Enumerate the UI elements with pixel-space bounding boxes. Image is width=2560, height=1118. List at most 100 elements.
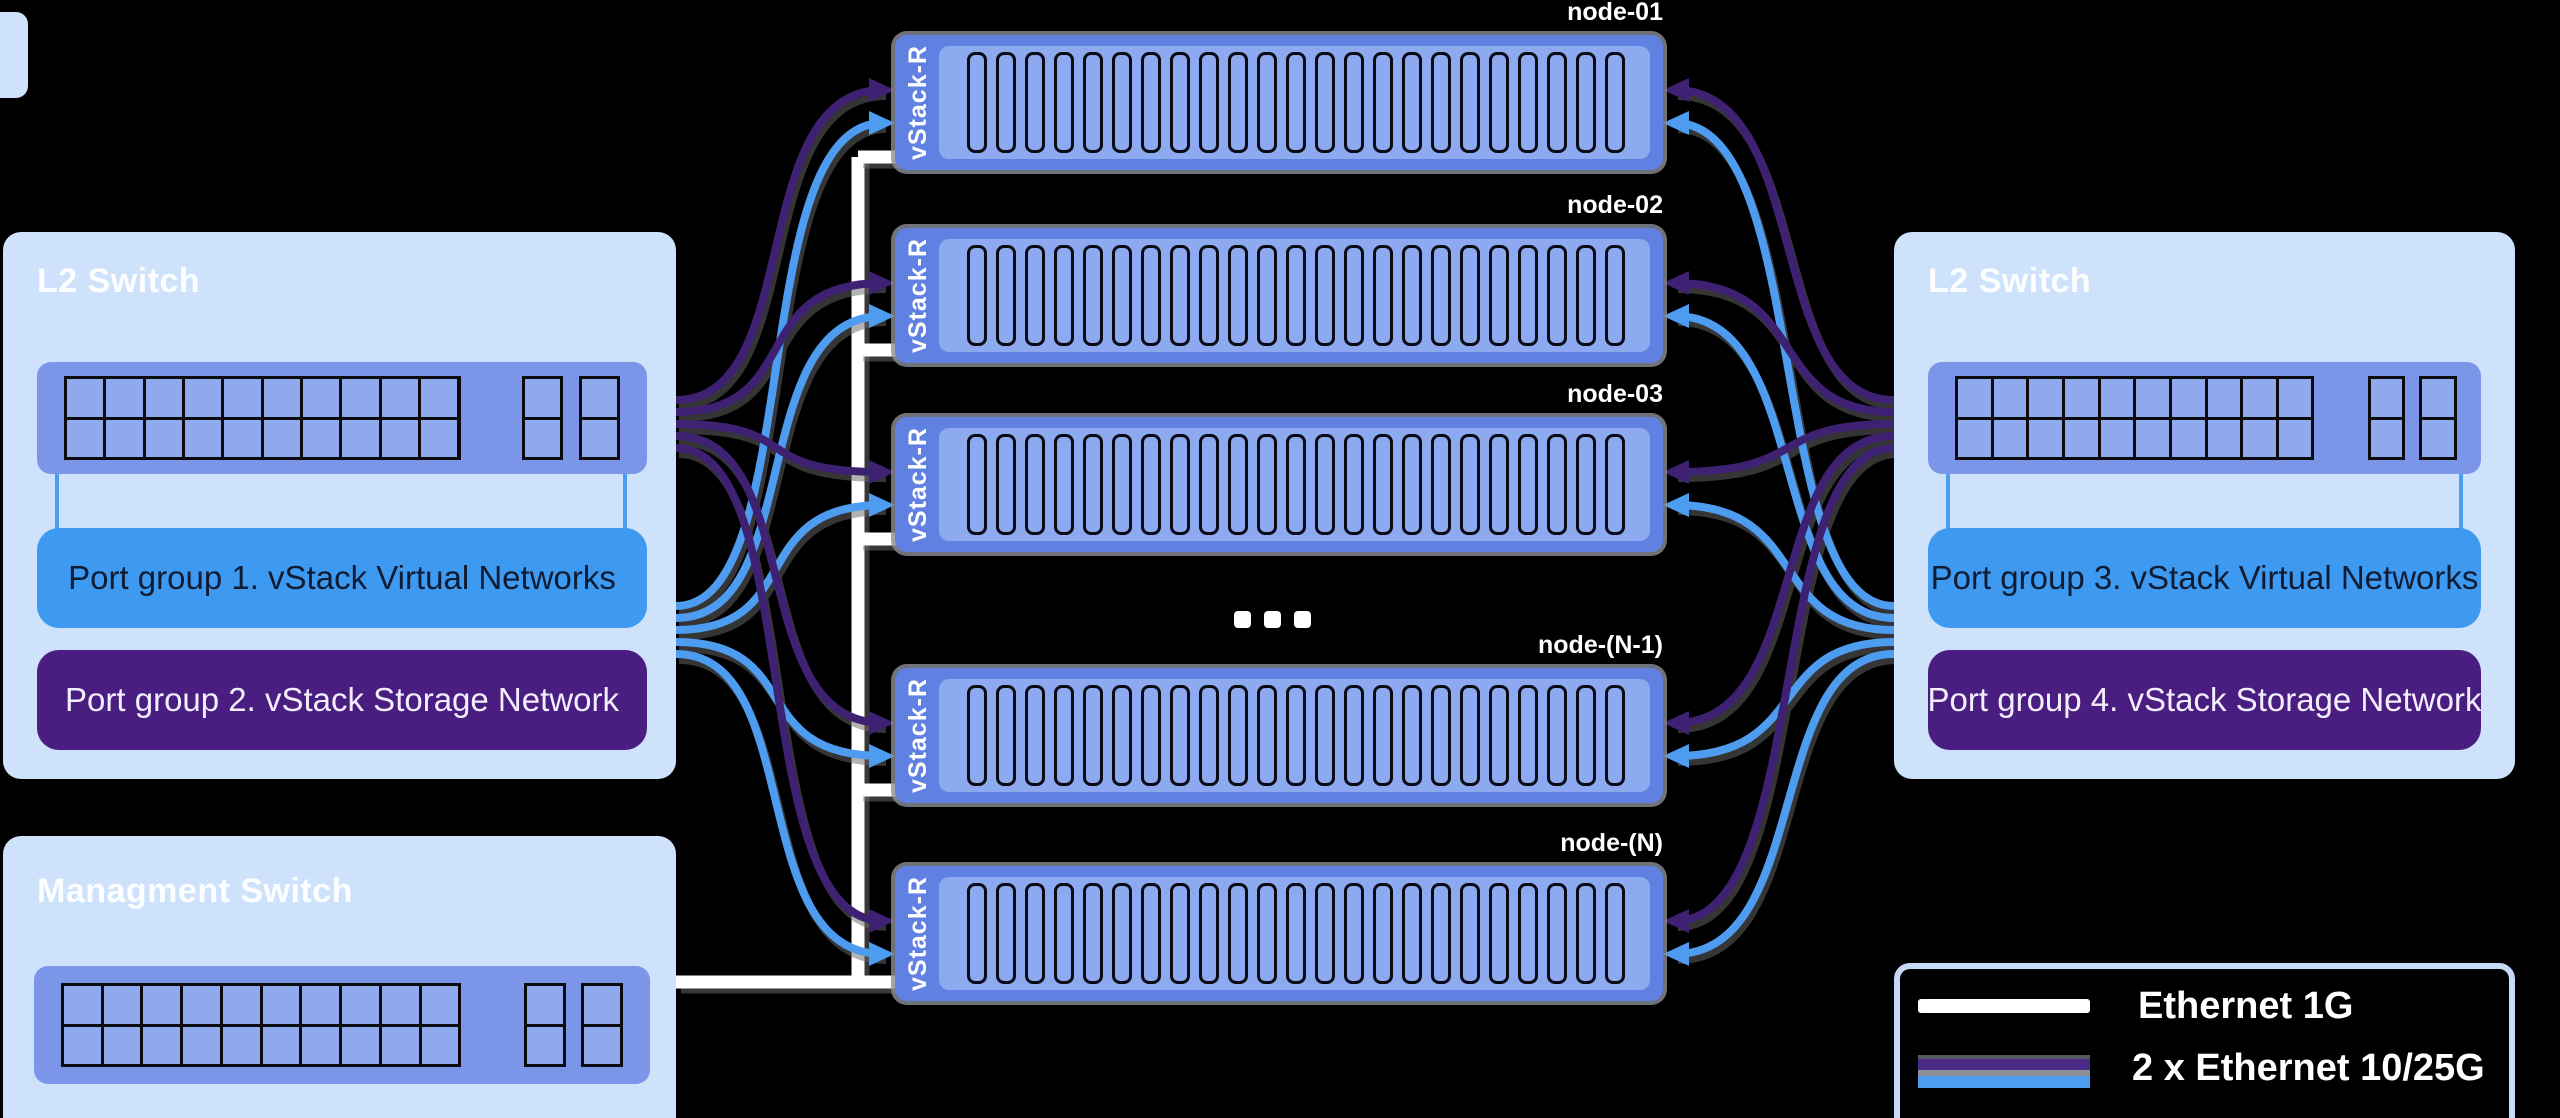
port-slot <box>1083 245 1103 346</box>
port-grid <box>581 983 623 1067</box>
port-slot <box>1402 245 1422 346</box>
port-slot <box>1199 52 1219 153</box>
port-slot <box>1518 52 1538 153</box>
port-slot <box>1228 434 1248 535</box>
port-slot <box>1576 883 1596 984</box>
switch-port <box>263 419 301 457</box>
switch-port <box>342 379 379 417</box>
switch-port <box>381 986 419 1024</box>
port-slot <box>1257 245 1277 346</box>
switch-port <box>581 379 618 417</box>
port-slot <box>1460 245 1480 346</box>
port-slot <box>1025 52 1045 153</box>
port-group-4-storage-network: Port group 4. vStack Storage Network <box>1928 650 2481 750</box>
switch-port <box>381 1026 419 1064</box>
management-switch-panel: Managment Switch <box>3 836 676 1118</box>
switch-port <box>67 419 104 457</box>
port-group-2-storage-network: Port group 2. vStack Storage Network <box>37 650 647 750</box>
port-slot <box>1286 685 1306 786</box>
node-brand-vertical-text: vStack-R <box>903 45 932 160</box>
switch-port <box>2064 379 2098 417</box>
port-slot <box>1373 434 1393 535</box>
legend-swatch-ethernet-10-25g <box>1918 1055 2090 1088</box>
node-brand-vertical-text: vStack-R <box>903 427 932 542</box>
switch-port <box>67 379 104 417</box>
legend-swatch-ethernet-1g <box>1918 999 2090 1013</box>
switch-port <box>2207 419 2241 457</box>
switch-port <box>342 419 379 457</box>
port-slot <box>1373 52 1393 153</box>
port-slot <box>1547 685 1567 786</box>
port-slot <box>1083 883 1103 984</box>
port-group-label: Port group 2. vStack Storage Network <box>65 681 619 718</box>
port-slot <box>1054 245 1074 346</box>
switch-port <box>2243 419 2276 457</box>
switch-port <box>2136 419 2169 457</box>
port-slot <box>1373 883 1393 984</box>
switch-port <box>2171 419 2205 457</box>
port-slot <box>1431 434 1451 535</box>
port-slot <box>1547 245 1567 346</box>
switch-port <box>421 1026 459 1064</box>
port-grid <box>521 376 564 460</box>
port-slot <box>1257 434 1277 535</box>
port-slot <box>1199 245 1219 346</box>
swatch-stripe <box>1918 1059 2090 1070</box>
port-slot <box>1025 245 1045 346</box>
switch-port <box>342 1026 379 1064</box>
vstack-node: vStack-R <box>895 668 1663 803</box>
port-slot <box>1112 434 1132 535</box>
port-slot <box>1286 434 1306 535</box>
port-slot <box>1431 52 1451 153</box>
switch-port <box>222 1026 260 1064</box>
legend-label: Ethernet 1G <box>2138 985 2354 1027</box>
port-slot <box>996 434 1016 535</box>
port-slot <box>1315 434 1335 535</box>
port-slot <box>1576 52 1596 153</box>
switch-port <box>2064 419 2098 457</box>
switch-port <box>145 379 183 417</box>
legend-label: 2 x Ethernet 10/25G <box>2132 1047 2485 1089</box>
port-grid <box>523 983 566 1067</box>
port-slot <box>1141 685 1161 786</box>
port-slot <box>1373 685 1393 786</box>
switch-port <box>103 1026 141 1064</box>
vstack-node: vStack-R <box>895 35 1663 170</box>
port-slot <box>1431 245 1451 346</box>
port-slot <box>1054 685 1074 786</box>
port-slot <box>1228 883 1248 984</box>
port-slot <box>1605 52 1625 153</box>
port-slot <box>1576 434 1596 535</box>
switch-port <box>263 379 301 417</box>
switch-port <box>303 419 340 457</box>
switch-port <box>1993 379 2027 417</box>
port-slot <box>1141 434 1161 535</box>
port-slot <box>1025 685 1045 786</box>
switch-port <box>224 419 261 457</box>
switch-port <box>2207 379 2241 417</box>
port-slot <box>1402 434 1422 535</box>
port-group-connector <box>55 474 59 530</box>
port-slot <box>1460 52 1480 153</box>
port-slot <box>967 883 987 984</box>
port-group-connector <box>623 474 627 530</box>
port-slot <box>1402 883 1422 984</box>
port-slot <box>1402 685 1422 786</box>
port-slot <box>1112 685 1132 786</box>
port-slot <box>1170 685 1190 786</box>
port-slot <box>1141 883 1161 984</box>
port-slot <box>996 685 1016 786</box>
cropped-panel-fragment <box>0 12 28 98</box>
switch-port <box>2243 379 2276 417</box>
ellipsis-dot <box>1234 611 1251 628</box>
port-slot <box>1518 434 1538 535</box>
port-slot <box>1199 883 1219 984</box>
switch-port <box>64 986 101 1024</box>
port-slot <box>1199 685 1219 786</box>
vstack-node: vStack-R <box>895 866 1663 1001</box>
swatch-stripe <box>1918 1055 2090 1059</box>
switch-port <box>302 1026 340 1064</box>
node-port-panel <box>939 239 1650 352</box>
